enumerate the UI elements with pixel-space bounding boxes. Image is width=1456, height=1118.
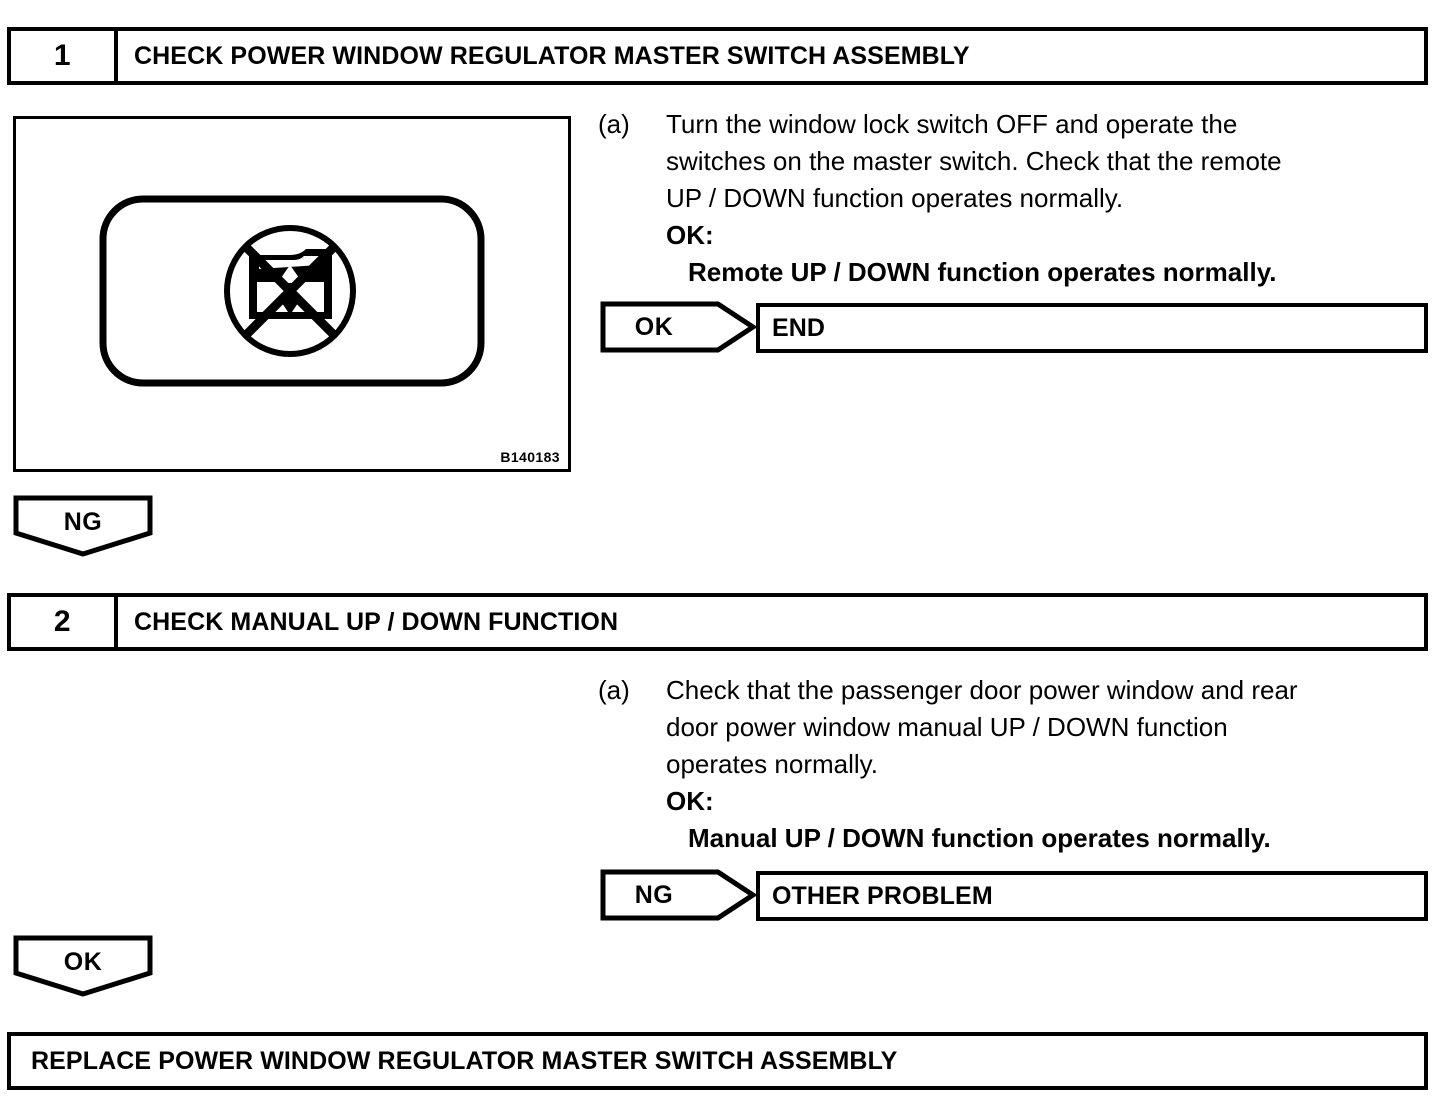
step-1-ng-tag-label: NG bbox=[63, 508, 103, 536]
step-2-ng-result: OTHER PROBLEM bbox=[756, 871, 1428, 921]
step-2-number: 2 bbox=[11, 597, 118, 647]
step-1-instruction-line-2: switches on the master switch. Check tha… bbox=[666, 146, 1282, 176]
step-2-ng-tag-label: NG bbox=[634, 880, 674, 909]
step-1-instruction-line-3: UP / DOWN function operates normally. bbox=[666, 183, 1124, 213]
illustration-code: B140183 bbox=[500, 449, 560, 465]
step-2-instruction-line-3: operates normally. bbox=[666, 749, 878, 779]
step-1-header: 1 CHECK POWER WINDOW REGULATOR MASTER SW… bbox=[7, 27, 1428, 85]
step-2-instruction-body: Check that the passenger door power wind… bbox=[666, 672, 1428, 857]
step-1-ok-label: OK: bbox=[666, 220, 714, 250]
arrow-down-pentagon-icon bbox=[13, 935, 153, 997]
step-2-instruction-marker: (a) bbox=[598, 675, 630, 705]
step-1-ok-value: Remote UP / DOWN function operates norma… bbox=[688, 257, 1277, 287]
window-lock-switch-illustration bbox=[99, 195, 485, 387]
step-1-title: CHECK POWER WINDOW REGULATOR MASTER SWIT… bbox=[134, 41, 970, 70]
arrow-right-pentagon-icon bbox=[600, 869, 758, 921]
step-1-instruction-body: Turn the window lock switch OFF and oper… bbox=[666, 106, 1428, 291]
step-2-instruction-line-1: Check that the passenger door power wind… bbox=[666, 675, 1298, 705]
step-2-ok-value: Manual UP / DOWN function operates norma… bbox=[688, 823, 1271, 853]
step-1-illustration: B140183 bbox=[13, 116, 571, 472]
step-1-number: 1 bbox=[11, 31, 118, 81]
step-2-ok-label: OK: bbox=[666, 786, 714, 816]
step-2-ok-tag-label: OK bbox=[63, 948, 103, 976]
step-2-ok-tag: OK bbox=[13, 935, 153, 997]
step-1-instruction-marker: (a) bbox=[598, 109, 630, 139]
step-1-instruction: (a) Turn the window lock switch OFF and … bbox=[598, 106, 1428, 291]
step-1-ok-tag: OK bbox=[600, 301, 758, 353]
arrow-right-pentagon-icon bbox=[600, 301, 758, 353]
step-2-title: CHECK MANUAL UP / DOWN FUNCTION bbox=[134, 607, 619, 636]
step-1-instruction-line-1: Turn the window lock switch OFF and oper… bbox=[666, 109, 1238, 139]
arrow-down-pentagon-icon bbox=[13, 495, 153, 557]
step-1-ok-tag-label: OK bbox=[634, 312, 674, 341]
step-1-ng-tag: NG bbox=[13, 495, 153, 557]
step-2-instruction: (a) Check that the passenger door power … bbox=[598, 672, 1428, 857]
step-1-ok-result: END bbox=[756, 303, 1428, 353]
step-2-header: 2 CHECK MANUAL UP / DOWN FUNCTION bbox=[7, 593, 1428, 651]
step-2-instruction-line-2: door power window manual UP / DOWN funct… bbox=[666, 712, 1228, 742]
final-action-box: REPLACE POWER WINDOW REGULATOR MASTER SW… bbox=[7, 1032, 1428, 1090]
step-2-ng-tag: NG bbox=[600, 869, 758, 921]
